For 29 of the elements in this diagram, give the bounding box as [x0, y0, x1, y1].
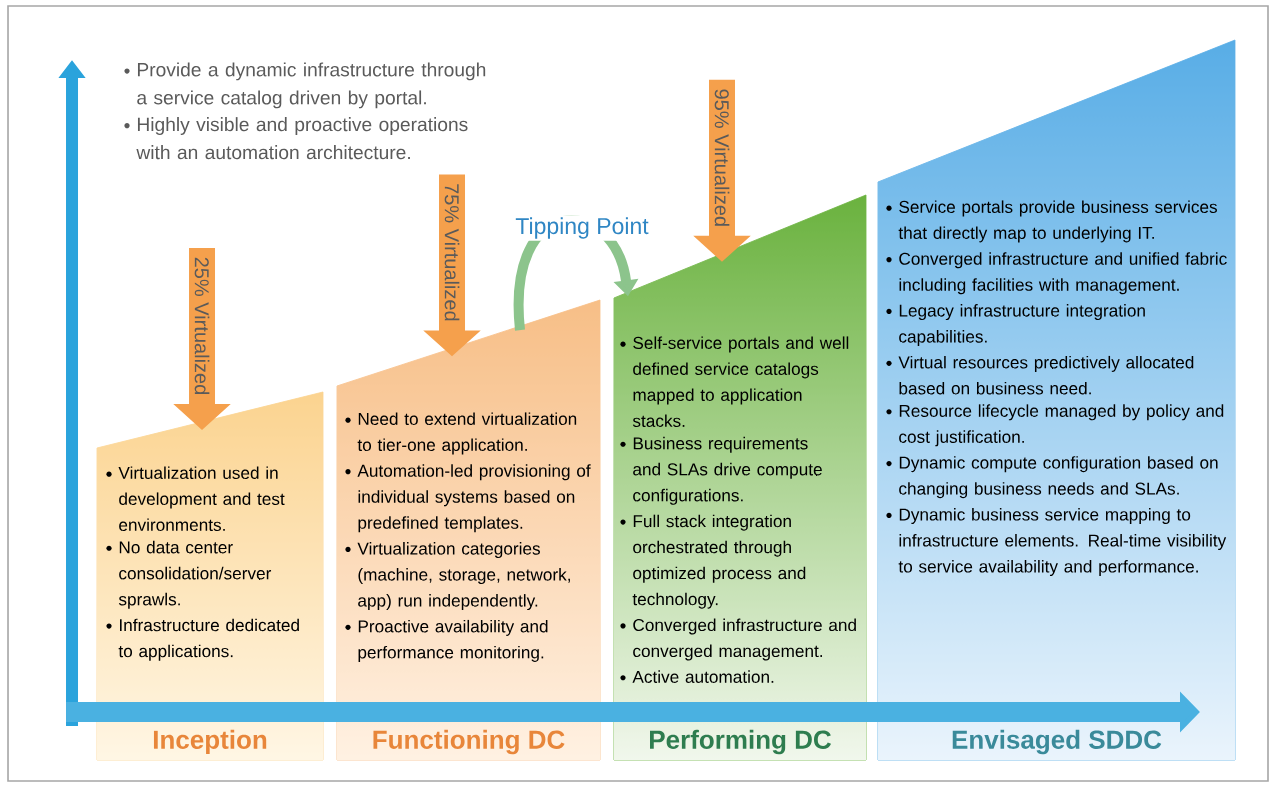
bullet-item: Need to extend virtualization to tier-one application. — [345, 412, 577, 455]
bullet-item: Virtualization used in development and test environments. — [106, 466, 285, 531]
bullet-item: Converged infrastructure and unified fabric including facilities with management. — [886, 252, 1227, 295]
stage-heading: Envisaged SDDC — [952, 729, 1162, 755]
bullet-item: Virtual resources predictively allocated based on business need. — [886, 355, 1194, 395]
edge-label: 75% Virtualized — [443, 181, 461, 323]
stage-heading: Performing DC — [650, 729, 831, 755]
stage-heading: Inception — [153, 729, 267, 755]
edge-label: Tipping Point — [513, 215, 651, 241]
bullet-item: Infrastructure dedicated to applications. — [106, 618, 299, 661]
note-text: Highly visible and proactive operations with an automation architecture. — [124, 117, 468, 160]
note-text: Provide a dynamic infrastructure through a service catalog driven by portal. — [124, 62, 486, 109]
bullet-item: Virtualization categories (machine, storage, network, app) run independently. — [345, 542, 570, 611]
bullet-item: Converged infrastructure and converged management. — [620, 618, 856, 661]
bullet-item: Self-service portals and well defined service catalogs mapped to application stacks. — [620, 336, 849, 427]
bullet-item: Service portals provide business services that directly map to underlying IT. — [886, 200, 1217, 243]
bullet-item: No data center consolidation/server sprawls. — [106, 540, 272, 609]
bullet-item: Legacy infrastructure integration capabilities. — [886, 304, 1145, 347]
edge-label: 95% Virtualized — [713, 87, 731, 229]
bullet-item: Dynamic business service mapping to infrastructure elements. Real-time visibility to service availability and performance. — [886, 508, 1227, 577]
bullet-item: Active automation. — [620, 670, 774, 683]
stage-heading: Functioning DC — [373, 729, 565, 755]
bullet-item: Proactive availability and performance monitoring. — [345, 619, 548, 662]
bullet-item: Dynamic compute configuration based on changing business needs and SLAs. — [886, 456, 1218, 499]
bullet-item: Resource lifecycle managed by policy and cost justification. — [886, 404, 1224, 447]
bullet-item: Full stack integration orchestrated through optimized process and technology. — [620, 514, 806, 609]
bullet-item: Business requirements and SLAs drive compute configurations. — [620, 436, 822, 505]
bullet-item: Automation-led provisioning of individual systems based on predefined templates. — [345, 464, 591, 533]
edge-label: 25% Virtualized — [193, 255, 211, 397]
